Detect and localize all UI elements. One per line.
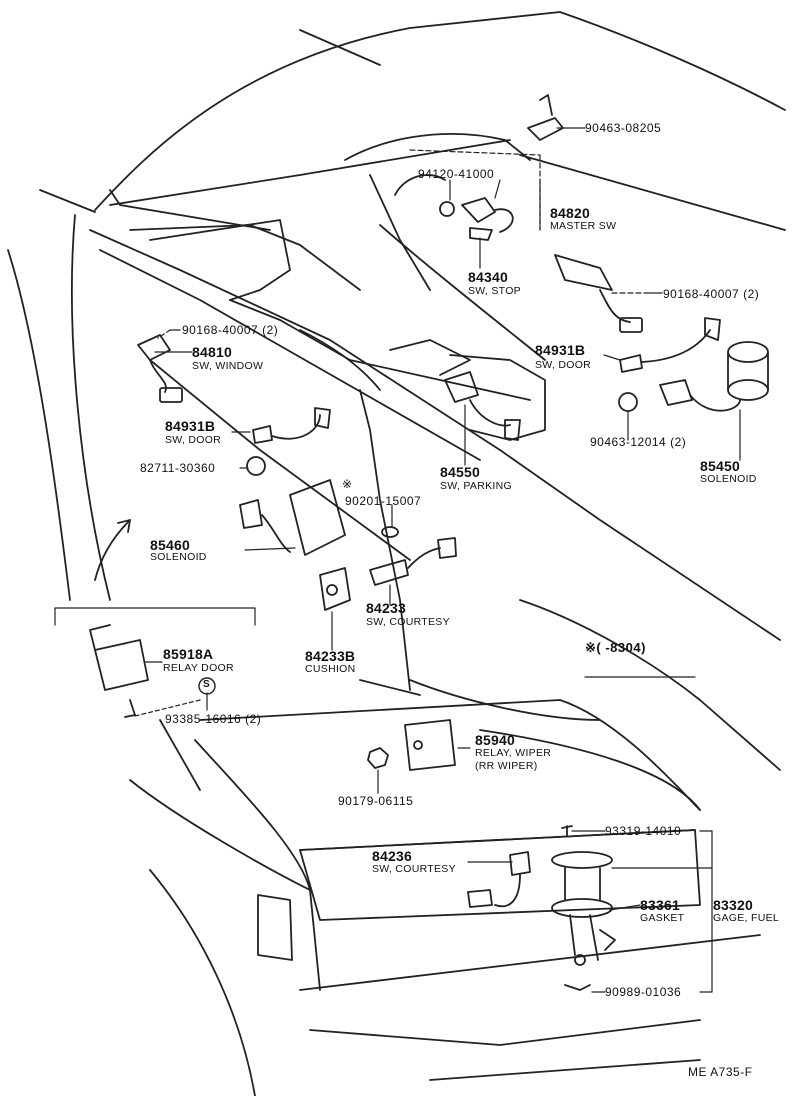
part-number-85460: 85460 [150,537,190,553]
part-name-solenoid-right: SOLENOID [700,473,757,485]
part-number-84233b: 84233B [305,648,356,664]
fuel-gage-part [551,851,616,991]
component-glyphs [89,94,769,908]
part-label-90989-01036: 90989-01036 [605,985,682,999]
rear-window [199,699,701,961]
part-name-relay-door: RELAY DOOR [163,662,234,674]
part-name-sw-courtesy-rear: SW, COURTESY [372,863,456,875]
part-label-90463-12014: 90463-12014 (2) [590,435,687,449]
part-name-sw-stop: SW, STOP [468,285,521,297]
part-label-90168-40007-right: 90168-40007 (2) [663,287,760,301]
part-label-93385-16016: 93385-16016 (2) [165,712,262,726]
part-number-85940: 85940 [475,732,515,748]
part-number-85450: 85450 [700,458,740,474]
part-label-94120-41000: 94120-41000 [418,167,495,181]
part-name-sw-parking: SW, PARKING [440,480,512,492]
part-label-93319-14010: 93319-14010 [605,824,682,838]
part-number-84820: 84820 [550,205,590,221]
part-number-84340: 84340 [468,269,508,285]
part-label-82711-30360: 82711-30360 [140,461,216,475]
part-label-90179-06115: 90179-06115 [338,794,414,808]
part-name-sw-door-left: SW, DOOR [165,434,222,446]
part-number-83361: 83361 [640,897,680,913]
diagram-code: ME A735-F [688,1065,753,1079]
part-name-sw-door-right: SW, DOOR [535,359,592,371]
part-name-rr-wiper: (RR WIPER) [475,760,538,772]
part-name-gage-fuel: GAGE, FUEL [713,912,780,924]
part-name-master-sw: MASTER SW [550,220,617,232]
part-number-84550: 84550 [440,464,480,480]
part-name-relay-wiper: RELAY, WIPER [475,747,552,759]
car-body-outline [7,11,786,1096]
leader-lines [54,127,741,993]
interior-console [109,139,546,441]
part-number-84931b-right: 84931B [535,342,586,358]
part-label-90168-40007-left: 90168-40007 (2) [182,323,279,337]
part-number-84236: 84236 [372,848,412,864]
part-name-solenoid-left: SOLENOID [150,551,207,563]
direction-arrow [94,519,131,581]
s-marker-circle [198,677,216,695]
part-number-84810: 84810 [192,344,232,360]
part-name-sw-window: SW, WINDOW [192,360,264,372]
part-name-cushion: CUSHION [305,663,356,675]
part-label-90463-08205: 90463-08205 [585,121,662,135]
s-marker: S [203,679,210,690]
part-name-sw-courtesy: SW, COURTESY [366,616,450,628]
production-note: ※( -8304) [585,640,646,655]
part-label-90201-15007: 90201-15007 [345,494,422,508]
part-number-83320: 83320 [713,897,753,913]
part-number-85918a: 85918A [163,646,214,662]
part-name-gasket: GASKET [640,912,685,924]
part-number-84931b-left: 84931B [165,418,216,434]
reference-mark: ※ [342,477,353,491]
part-number-84233: 84233 [366,600,406,616]
